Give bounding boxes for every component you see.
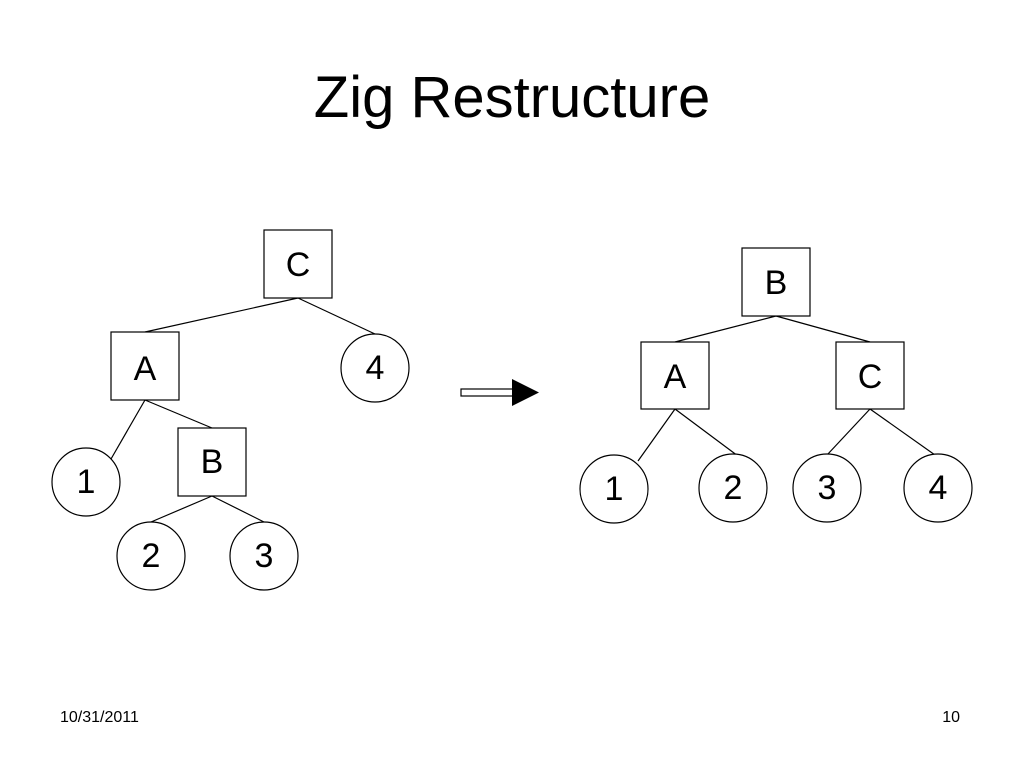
- before-node-2: 2: [116, 521, 186, 591]
- after-node-a-label: A: [664, 358, 687, 396]
- footer-date: 10/31/2011: [60, 709, 139, 726]
- after-node-3: 3: [792, 453, 862, 523]
- edge-a-to-1: [637, 408, 676, 462]
- edge-a-to-b: [144, 399, 213, 429]
- before-tree-edges: [110, 297, 376, 523]
- page-number: 10: [942, 709, 960, 726]
- after-node-c: C: [835, 341, 905, 410]
- edge-c-to-3: [826, 408, 871, 456]
- before-node-b: B: [177, 427, 247, 497]
- slide-title: Zig Restructure: [313, 65, 711, 130]
- after-node-a: A: [640, 341, 710, 410]
- before-node-3: 3: [229, 521, 299, 591]
- edge-c-to-4: [297, 297, 376, 335]
- after-tree: B A C 1 2 3 4: [579, 247, 973, 524]
- after-node-b: B: [741, 247, 811, 317]
- after-node-1-label: 1: [605, 470, 624, 508]
- before-node-b-label: B: [201, 443, 224, 481]
- edge-b-to-3: [211, 495, 265, 523]
- edge-a-to-2: [674, 408, 739, 457]
- after-node-1: 1: [579, 454, 649, 524]
- after-node-c-label: C: [858, 358, 883, 396]
- before-node-1: 1: [51, 447, 121, 517]
- before-node-a-label: A: [134, 350, 157, 388]
- before-node-c-label: C: [286, 246, 311, 284]
- edge-a-to-1: [110, 399, 146, 460]
- after-node-4-label: 4: [929, 469, 948, 507]
- after-node-4: 4: [903, 453, 973, 523]
- after-node-2-label: 2: [724, 469, 743, 507]
- after-node-b-label: B: [765, 264, 788, 302]
- after-node-2: 2: [698, 453, 768, 523]
- after-tree-edges: [637, 315, 936, 462]
- edge-b-to-2: [150, 495, 213, 523]
- edge-b-to-c: [775, 315, 871, 343]
- edge-b-to-a: [674, 315, 777, 343]
- before-node-4: 4: [340, 333, 410, 403]
- right-arrow-icon: [460, 379, 539, 406]
- before-node-1-label: 1: [77, 463, 96, 501]
- after-node-3-label: 3: [818, 469, 837, 507]
- before-node-3-label: 3: [255, 537, 274, 575]
- edge-c-to-4: [869, 408, 936, 456]
- before-node-2-label: 2: [142, 537, 161, 575]
- before-node-4-label: 4: [366, 349, 385, 387]
- before-node-a: A: [110, 331, 180, 401]
- edge-c-to-a: [144, 297, 299, 333]
- before-node-c: C: [263, 229, 333, 299]
- before-tree: C A 4 1 B 2 3: [51, 229, 410, 591]
